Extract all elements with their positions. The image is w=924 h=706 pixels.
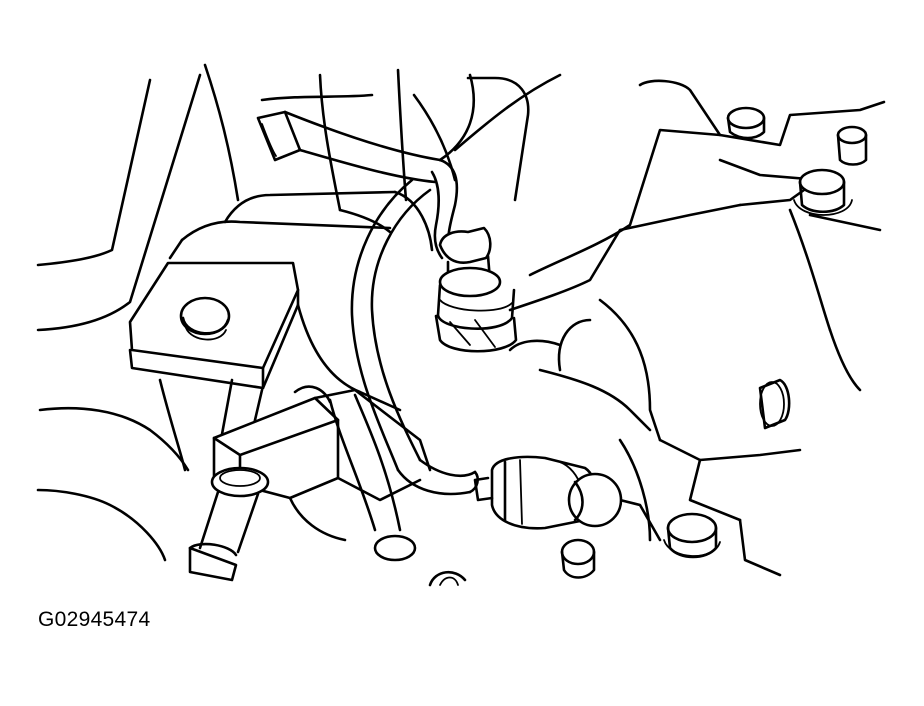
bolt-right-large xyxy=(793,168,853,216)
bolt-block xyxy=(128,261,300,390)
ribbed-hose xyxy=(256,110,442,184)
engine-line-drawing xyxy=(36,63,886,587)
sensor-unit xyxy=(434,226,518,353)
bolt-bottom-edge xyxy=(428,571,467,587)
electrical-connector xyxy=(473,455,623,530)
right-housing xyxy=(508,79,886,577)
upper-left-housing xyxy=(36,63,530,332)
bolt-lower-center xyxy=(560,538,596,579)
bolt-far-right xyxy=(836,125,868,166)
push-rod xyxy=(188,466,270,582)
plug-right xyxy=(758,378,791,430)
bolt-lower-right xyxy=(663,512,721,559)
bracket-frame xyxy=(36,190,434,562)
curved-tube xyxy=(350,178,480,496)
sensor-wire xyxy=(430,73,562,260)
bolt-top-right xyxy=(726,106,766,140)
figure-id-label: G02945474 xyxy=(38,608,151,631)
